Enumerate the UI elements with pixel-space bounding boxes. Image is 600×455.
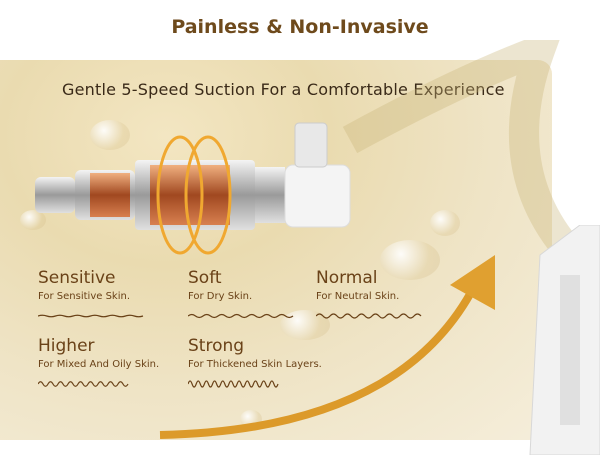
speed-mode-sensitive: Sensitive For Sensitive Skin. xyxy=(38,268,147,324)
intensity-wave-icon xyxy=(188,380,279,388)
intensity-wave-icon xyxy=(316,313,422,319)
mode-name: Sensitive xyxy=(38,268,116,288)
mode-description: For Mixed And Oily Skin. xyxy=(38,359,160,370)
mode-description: For Dry Skin. xyxy=(188,291,253,302)
motor-device-illustration xyxy=(35,122,351,255)
mode-name: Soft xyxy=(188,268,222,288)
intensity-wave-icon xyxy=(38,314,144,318)
intensity-wave-icon xyxy=(188,313,294,319)
page-title: Painless & Non-Invasive xyxy=(171,16,429,38)
mode-name: Higher xyxy=(38,336,95,356)
speed-mode-soft: Soft For Dry Skin. xyxy=(188,268,297,324)
spray-mist xyxy=(342,40,573,249)
speed-mode-normal: Normal For Neutral Skin. xyxy=(316,268,425,324)
mode-name: Normal xyxy=(316,268,378,288)
intensity-wave-icon xyxy=(38,381,129,387)
mode-description: For Thickened Skin Layers. xyxy=(188,359,322,370)
speed-mode-strong: Strong For Thickened Skin Layers. xyxy=(188,336,322,392)
subtitle: Gentle 5-Speed Suction For a Comfortable… xyxy=(62,80,505,99)
mode-description: For Sensitive Skin. xyxy=(38,291,131,302)
upward-arrow xyxy=(159,255,495,439)
mode-name: Strong xyxy=(188,336,245,356)
mode-description: For Neutral Skin. xyxy=(316,291,400,302)
device-handle xyxy=(529,225,600,455)
speed-mode-higher: Higher For Mixed And Oily Skin. xyxy=(38,336,159,392)
background-panel xyxy=(0,60,552,440)
